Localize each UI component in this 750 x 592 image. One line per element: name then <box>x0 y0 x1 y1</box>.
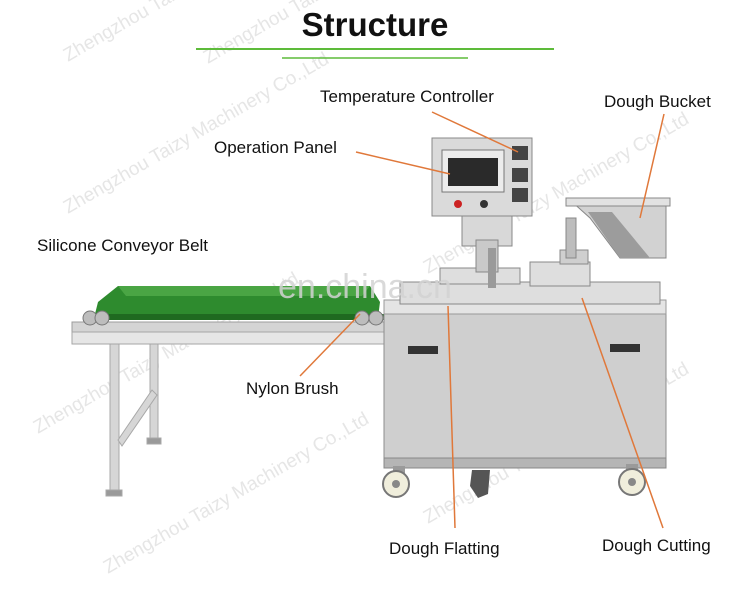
belt-rollers <box>82 310 384 326</box>
leader-line-dough-flatting <box>447 305 456 529</box>
label-dough-flatting: Dough Flatting <box>389 539 500 558</box>
conveyor-frame <box>71 321 393 345</box>
control-box <box>431 137 533 217</box>
conveyor-stand <box>105 341 162 497</box>
leader-line-nylon-brush <box>299 313 361 377</box>
silicone-belt <box>94 286 384 320</box>
dough-bucket <box>565 197 671 259</box>
diagram-title: Structure <box>301 6 449 43</box>
label-dough-bucket: Dough Bucket <box>604 92 711 111</box>
leader-line-dough-cutting <box>581 297 664 529</box>
machine-body <box>383 299 667 469</box>
label-nylon-brush: Nylon Brush <box>246 379 339 398</box>
outlet-chute <box>470 470 490 498</box>
leader-line-operation-panel <box>355 151 451 175</box>
leader-line-temperature-controller <box>431 111 519 153</box>
leader-lines <box>299 111 665 529</box>
label-dough-cutting: Dough Cutting <box>602 536 711 555</box>
flattening-rollers <box>399 249 661 305</box>
leader-line-dough-bucket <box>639 113 665 219</box>
label-silicone-conveyor-belt: Silicone Conveyor Belt <box>37 236 209 255</box>
caster-wheels <box>382 464 646 498</box>
label-operation-panel: Operation Panel <box>214 138 337 157</box>
control-column <box>461 215 513 288</box>
label-temperature-controller: Temperature Controller <box>320 87 494 106</box>
watermark-logo: en.china.cn <box>278 268 452 306</box>
